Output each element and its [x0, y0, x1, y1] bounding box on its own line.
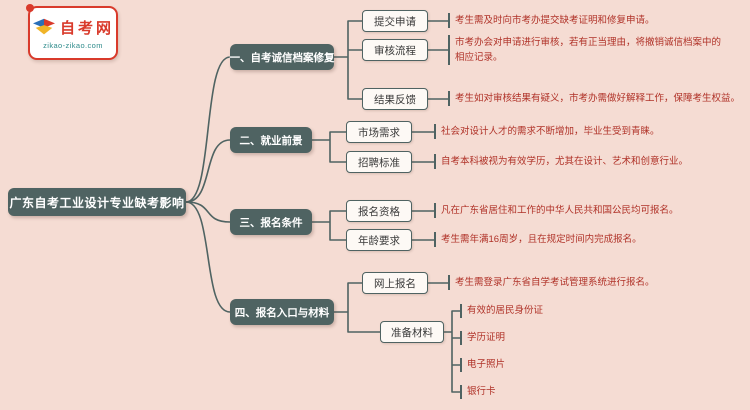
item-bank-card: 银行卡	[460, 385, 496, 399]
connector-root-branch2	[185, 139, 231, 203]
child-node-online-registration: 网上报名	[362, 272, 428, 294]
child-node-review-process: 审核流程	[362, 39, 428, 61]
connector-branch4-children	[333, 282, 381, 333]
connector-branch1-children	[333, 20, 363, 100]
item-digital-photo: 电子照片	[460, 358, 505, 372]
branch-node-requirements: 三、报名条件	[230, 209, 312, 235]
child-node-hiring-standards: 招聘标准	[346, 151, 412, 173]
desc-hiring-standards: 自考本科被视为有效学历，尤其在设计、艺术和创意行业。	[434, 154, 688, 169]
connector-root-branch3	[185, 201, 231, 223]
child-node-age-requirement: 年龄要求	[346, 229, 412, 251]
desc-result-feedback: 考生如对审核结果有疑义，市考办需做好解释工作，保障考生权益。	[448, 91, 740, 106]
branch-node-credit-repair: 一、自考诚信档案修复	[230, 44, 335, 70]
connector-branch2-children	[311, 131, 347, 163]
branch-node-career: 二、就业前景	[230, 127, 312, 153]
site-logo: 自考网 zikao-zikao.com	[26, 4, 118, 60]
desc-market-demand: 社会对设计人才的需求不断增加，毕业生受到青睐。	[434, 124, 660, 139]
logo-site-name: 自考网	[59, 19, 114, 37]
root-node: 广东自考工业设计专业缺考影响	[8, 188, 186, 216]
child-node-submit-application: 提交申请	[362, 10, 428, 32]
connector-branch3-children	[311, 210, 347, 241]
connector-root-branch1	[185, 56, 231, 203]
desc-submit-application: 考生需及时向市考办提交缺考证明和修复申请。	[448, 13, 655, 28]
desc-age-requirement: 考生需年满16周岁，且在规定时间内完成报名。	[434, 232, 642, 247]
branch-node-registration: 四、报名入口与材料	[230, 299, 334, 325]
desc-review-process: 市考办会对申请进行审核，若有正当理由，将撤销诚信档案中的相应记录。	[448, 35, 730, 65]
child-node-materials: 准备材料	[380, 321, 444, 343]
child-node-eligibility: 报名资格	[346, 200, 412, 222]
item-id-card: 有效的居民身份证	[460, 304, 543, 318]
child-node-market-demand: 市场需求	[346, 121, 412, 143]
item-education-certificate: 学历证明	[460, 331, 505, 345]
connector-root-branch4	[185, 201, 231, 313]
desc-online-registration: 考生需登录广东省自学考试管理系统进行报名。	[448, 275, 655, 290]
logo-site-url: zikao-zikao.com	[43, 41, 103, 50]
desc-eligibility: 凡在广东省居住和工作的中华人民共和国公民均可报名。	[434, 203, 679, 218]
child-node-result-feedback: 结果反馈	[362, 88, 428, 110]
logo-book-icon	[32, 16, 56, 38]
logo-corner-dot-icon	[26, 4, 34, 12]
connector-materials-items	[443, 310, 462, 393]
